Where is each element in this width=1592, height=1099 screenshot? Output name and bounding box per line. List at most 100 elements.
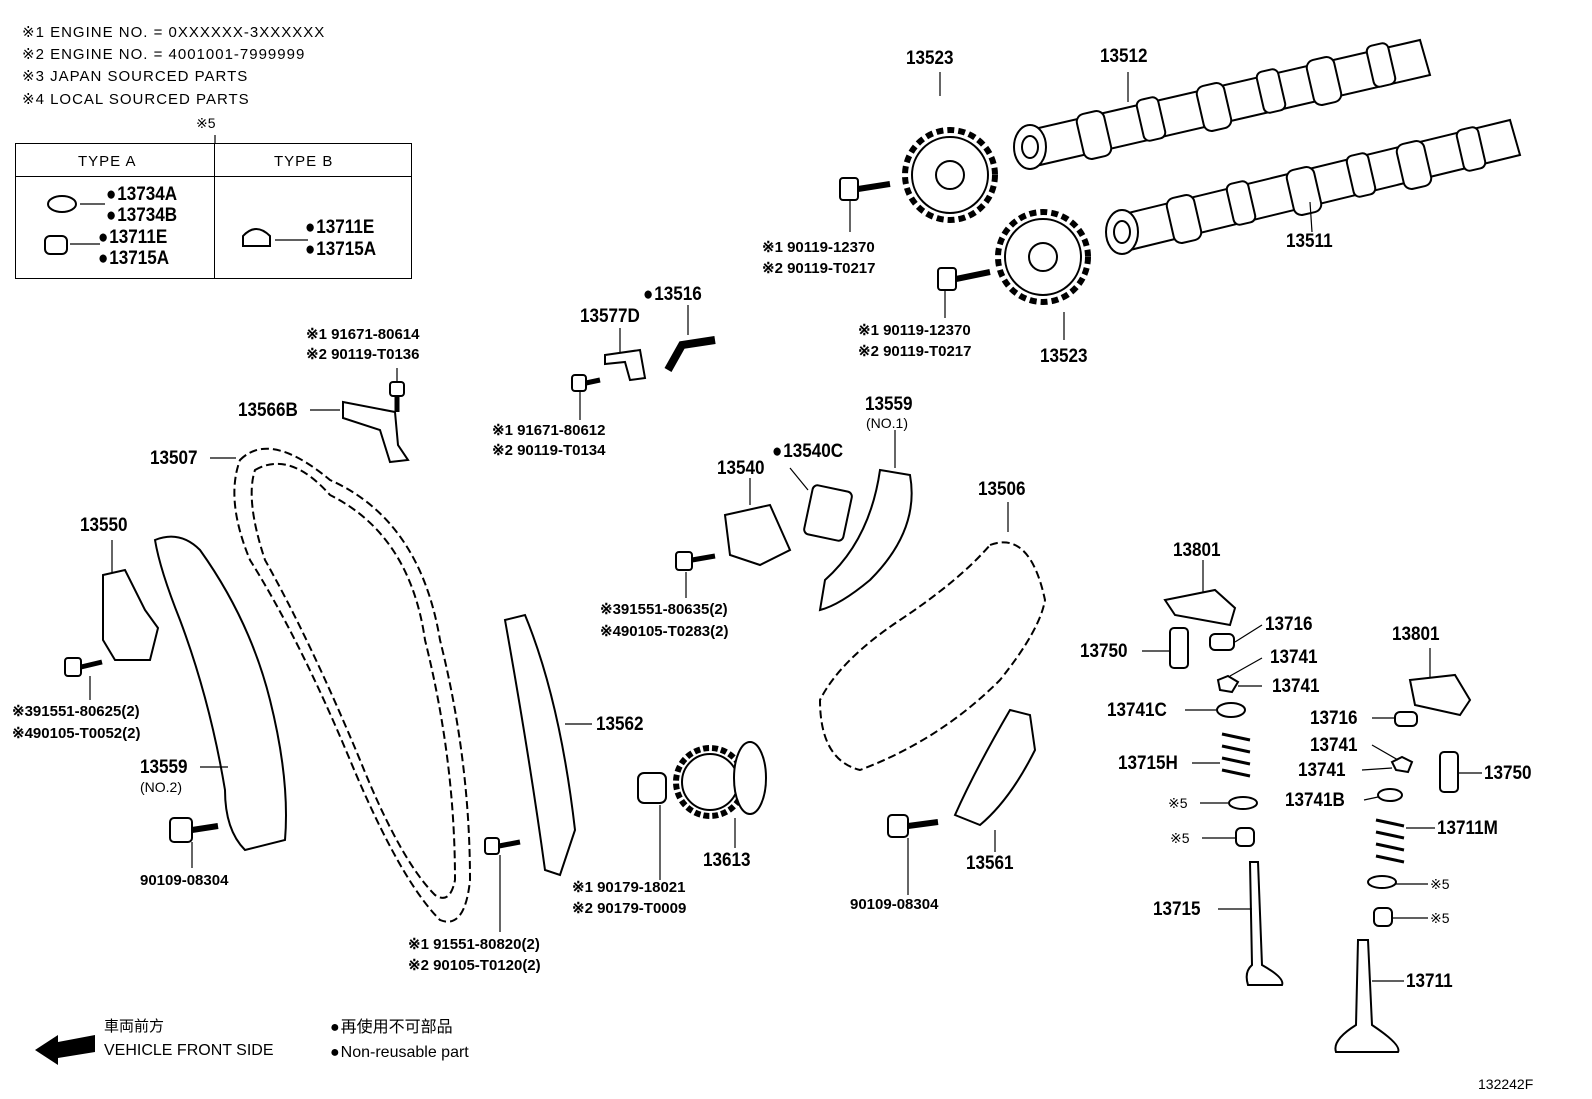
bolt-icon[interactable] (169, 817, 219, 843)
part-13711[interactable]: 13711 (1406, 971, 1453, 992)
part-13523-lower[interactable]: 13523 (1040, 346, 1088, 367)
seal-icon (242, 228, 271, 247)
valve-spring-13711M[interactable] (1375, 818, 1405, 864)
label-no1: (NO.1) (866, 415, 908, 431)
valve-13711[interactable] (1334, 939, 1400, 1053)
part-13716-right[interactable]: 13716 (1310, 708, 1358, 729)
bracket-13566B[interactable] (342, 400, 410, 464)
part-13801-left[interactable]: 13801 (1173, 540, 1221, 561)
seal-5-left[interactable] (1235, 827, 1255, 847)
part-13506[interactable]: 13506 (978, 479, 1026, 500)
nonreuse-label-jp: 再使用不可部品 (330, 1020, 453, 1036)
timing-chain-13507[interactable] (233, 447, 472, 923)
rocker-arm-13801-right[interactable] (1408, 673, 1472, 717)
bolt-ref-5a: ※391551-80625(2) (12, 703, 140, 720)
part-13734B[interactable]: 13734B (106, 206, 177, 225)
part-13507[interactable]: 13507 (150, 448, 198, 469)
bolt-icon[interactable] (484, 837, 521, 855)
seal-5-right[interactable] (1373, 907, 1393, 927)
part-13550[interactable]: 13550 (80, 515, 128, 536)
camshaft-13511[interactable] (1105, 118, 1522, 255)
seat-5-left[interactable] (1228, 796, 1258, 810)
mark-5-c: ※5 (1430, 876, 1450, 892)
part-13523-upper[interactable]: 13523 (906, 48, 954, 69)
bolt-icon[interactable] (887, 814, 939, 838)
chain-guide-13559-no1[interactable] (818, 468, 913, 612)
part-13801-right[interactable]: 13801 (1392, 624, 1440, 645)
part-13741-a[interactable]: 13741 (1270, 647, 1318, 668)
bolt-icon[interactable] (675, 551, 716, 571)
rocker-arm-13801-left[interactable] (1163, 588, 1237, 627)
part-13741C[interactable]: 13741C (1107, 700, 1167, 721)
cap-13716-right[interactable] (1394, 711, 1418, 727)
valve-13715[interactable] (1245, 861, 1284, 986)
note-3: ※3 JAPAN SOURCED PARTS (22, 68, 249, 85)
part-13559-no1[interactable]: 13559 (865, 394, 913, 415)
part-13741B[interactable]: 13741B (1285, 790, 1345, 811)
part-13613[interactable]: 13613 (703, 850, 751, 871)
part-13561[interactable]: 13561 (966, 853, 1014, 874)
keeper-13741-left[interactable] (1216, 674, 1240, 694)
part-13562[interactable]: 13562 (596, 714, 644, 735)
part-13750-left[interactable]: 13750 (1080, 641, 1128, 662)
lash-adjuster-13750-left[interactable] (1169, 627, 1189, 669)
part-13741-d[interactable]: 13741 (1298, 760, 1346, 781)
bolt-ref-8a: ※1 90179-18021 (572, 879, 686, 896)
bolt-icon[interactable] (389, 381, 405, 412)
part-13715A-b[interactable]: 13715A (305, 240, 376, 259)
mark-5-a: ※5 (1168, 795, 1188, 811)
pipe-13516[interactable] (664, 336, 716, 372)
chain-guide-13559-no2[interactable] (153, 535, 287, 852)
tensioner-13540[interactable] (723, 503, 792, 567)
keeper-13741-right[interactable] (1390, 755, 1414, 774)
bolt-ref-3a: ※1 91671-80612 (492, 422, 606, 439)
part-13715A-a[interactable]: 13715A (98, 249, 169, 268)
part-13711M[interactable]: 13711M (1437, 818, 1498, 839)
bolt-ref-1a: ※1 90119-12370 (762, 239, 875, 256)
part-13540C[interactable]: 13540C (772, 442, 843, 461)
part-13577D[interactable]: 13577D (580, 306, 640, 327)
part-13540[interactable]: 13540 (717, 458, 765, 479)
part-13715H[interactable]: 13715H (1118, 753, 1178, 774)
seat-5-right[interactable] (1367, 875, 1397, 889)
part-13734A[interactable]: 13734A (106, 185, 177, 204)
part-13741-c[interactable]: 13741 (1310, 735, 1358, 756)
valve-spring-13715H[interactable] (1221, 732, 1251, 778)
part-13559-no2[interactable]: 13559 (140, 757, 188, 778)
timing-chain-13506[interactable] (818, 541, 1047, 772)
seal-icon (44, 235, 68, 255)
bolt-ref-1b: ※2 90119-T0217 (762, 260, 876, 277)
bolt-icon[interactable] (937, 267, 991, 291)
bolt-ref-5b: ※490105-T0052(2) (12, 725, 141, 742)
part-13750-right[interactable]: 13750 (1484, 763, 1532, 784)
bolt-ref-6: 90109-08304 (140, 872, 229, 889)
part-13741-b[interactable]: 13741 (1272, 676, 1320, 697)
bracket-13577D[interactable] (604, 348, 647, 382)
part-13566B[interactable]: 13566B (238, 400, 298, 421)
part-13711E-b[interactable]: 13711E (305, 218, 374, 237)
bolt-icon[interactable] (64, 657, 103, 677)
part-13511[interactable]: 13511 (1286, 231, 1333, 252)
lash-adjuster-13750-right[interactable] (1439, 751, 1459, 793)
chain-guide-13561[interactable] (953, 708, 1037, 827)
crank-sprocket-13613[interactable] (637, 741, 767, 819)
part-13512[interactable]: 13512 (1100, 46, 1148, 67)
chain-guide-13562[interactable] (503, 613, 577, 877)
retainer-13741B[interactable] (1377, 788, 1403, 802)
cam-sprocket-lower[interactable] (995, 209, 1091, 305)
part-13516[interactable]: 13516 (643, 285, 702, 304)
camshaft-13512[interactable] (1013, 38, 1432, 170)
cam-sprocket-upper[interactable] (902, 127, 998, 223)
leader-lines (70, 72, 1482, 982)
gasket-13540C[interactable] (803, 484, 853, 542)
bolt-ref-9a: ※1 91551-80820(2) (408, 936, 540, 953)
retainer-13741C[interactable] (1216, 702, 1246, 718)
part-13716-left[interactable]: 13716 (1265, 614, 1313, 635)
part-13715[interactable]: 13715 (1153, 899, 1201, 920)
bolt-icon[interactable] (571, 374, 601, 392)
part-13711E-a[interactable]: 13711E (98, 228, 167, 247)
bolt-icon[interactable] (839, 177, 891, 201)
chain-tensioner-13550[interactable] (102, 568, 160, 661)
cap-13716-left[interactable] (1209, 633, 1235, 651)
front-label-jp: 車両前方 (104, 1018, 165, 1035)
